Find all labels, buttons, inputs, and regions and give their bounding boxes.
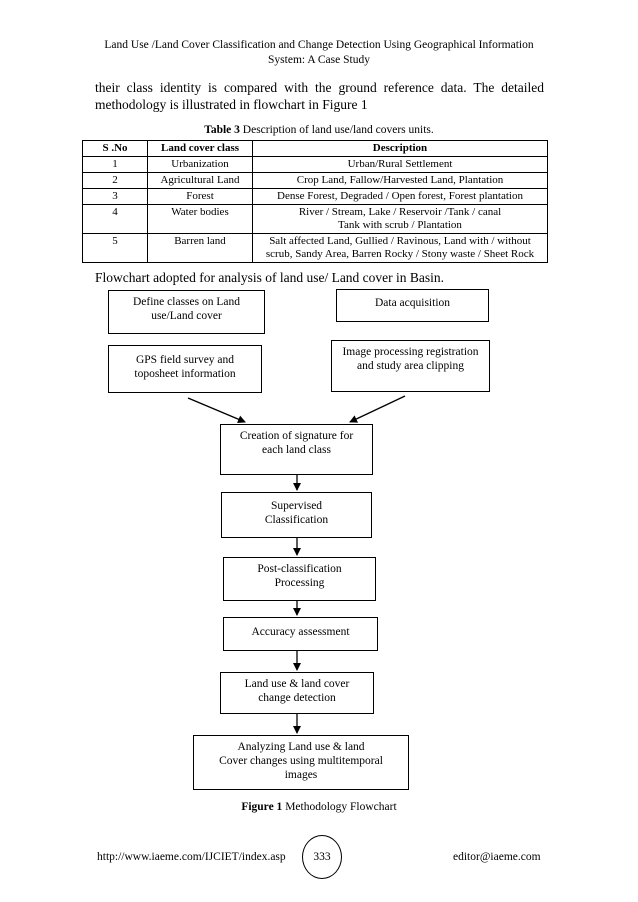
- body-paragraph: their class identity is compared with th…: [95, 79, 544, 113]
- arrow-gps-to-signature: [187, 397, 246, 423]
- box-text: toposheet information: [134, 368, 236, 380]
- cell-class: Urbanization: [147, 156, 253, 173]
- cell-description: River / Stream, Lake / Reservoir /Tank /…: [252, 204, 548, 234]
- box-text: Post-classification: [257, 563, 342, 575]
- description-line: Urban/Rural Settlement: [347, 158, 453, 170]
- box-text: Analyzing Land use & land: [237, 741, 365, 753]
- flow-box-accuracy-assessment: Accuracy assessment: [223, 617, 378, 651]
- box-text: Classification: [264, 514, 329, 526]
- footer-url[interactable]: http://www.iaeme.com/IJCIET/index.asp: [97, 851, 286, 863]
- table-caption-text: Description of land use/land covers unit…: [239, 124, 434, 136]
- table-row: 1 Urbanization Urban/Rural Settlement: [82, 156, 548, 173]
- table-row: 3 Forest Dense Forest, Degraded / Open f…: [82, 188, 548, 205]
- flow-box-analyzing-changes: Analyzing Land use & land Cover changes …: [193, 735, 409, 790]
- box-text: Cover changes using multitemporal: [219, 755, 383, 767]
- flow-box-change-detection: Land use & land cover change detection: [220, 672, 374, 714]
- table-caption-label: Table 3: [204, 124, 240, 136]
- cell-class: Barren land: [147, 233, 253, 263]
- box-text: Supervised: [270, 500, 323, 512]
- page-number: 333: [302, 835, 342, 879]
- flow-box-define-classes: Define classes on Land use/Land cover: [108, 290, 265, 334]
- header-line-1: Land Use /Land Cover Classification and …: [104, 39, 534, 51]
- box-text: Creation of signature for: [239, 430, 354, 442]
- description-line: Crop Land, Fallow/Harvested Land, Planta…: [296, 174, 504, 186]
- paragraph-line-1: their class identity is compared with th…: [95, 80, 544, 95]
- cell-class: Water bodies: [147, 204, 253, 234]
- cell-sno: 5: [82, 233, 148, 263]
- box-text: images: [284, 769, 318, 781]
- box-text: Image processing registration: [342, 346, 479, 358]
- flow-box-post-classification: Post-classification Processing: [223, 557, 376, 601]
- flow-box-data-acquisition: Data acquisition: [336, 289, 489, 322]
- table-row: 5 Barren land Salt affected Land, Gullie…: [82, 233, 548, 263]
- box-text: and study area clipping: [357, 360, 464, 372]
- paragraph-line-2: methodology is illustrated in flowchart …: [95, 97, 368, 112]
- flow-box-supervised-classification: Supervised Classification: [221, 492, 372, 538]
- box-text: Land use & land cover: [244, 678, 350, 690]
- figure-caption: Figure 1 Methodology Flowchart: [0, 801, 638, 813]
- box-text: change detection: [258, 692, 336, 704]
- box-text: Processing: [274, 577, 325, 589]
- footer-email[interactable]: editor@iaeme.com: [453, 851, 541, 863]
- box-text: Accuracy assessment: [251, 626, 350, 638]
- cell-description: Dense Forest, Degraded / Open forest, Fo…: [252, 188, 548, 205]
- box-text: Data acquisition: [374, 297, 451, 309]
- description-line: Dense Forest, Degraded / Open forest, Fo…: [277, 190, 523, 202]
- description-line: Tank with scrub / Plantation: [338, 219, 462, 231]
- box-text: Define classes on Land: [133, 296, 240, 308]
- flow-box-creation-of-signature: Creation of signature for each land clas…: [220, 424, 373, 475]
- figure-caption-label: Figure 1: [241, 801, 283, 813]
- flow-box-gps-survey: GPS field survey and toposheet informati…: [108, 345, 262, 393]
- description-line: River / Stream, Lake / Reservoir /Tank /…: [298, 206, 502, 218]
- table-header-row: S .No Land cover class Description: [82, 140, 548, 157]
- table-caption: Table 3 Description of land use/land cov…: [0, 124, 638, 136]
- cell-description: Salt affected Land, Gullied / Ravinous, …: [252, 233, 548, 263]
- box-text: use/Land cover: [151, 310, 222, 322]
- arrow-image-to-signature: [349, 395, 406, 423]
- flowchart-intro: Flowchart adopted for analysis of land u…: [95, 270, 445, 285]
- cell-description: Crop Land, Fallow/Harvested Land, Planta…: [252, 172, 548, 189]
- description-line: scrub, Sandy Area, Barren Rocky / Stony …: [265, 248, 535, 260]
- cell-sno: 4: [82, 204, 148, 234]
- box-text: each land class: [262, 444, 331, 456]
- figure-caption-text: Methodology Flowchart: [282, 801, 397, 813]
- description-line: Salt affected Land, Gullied / Ravinous, …: [269, 235, 531, 247]
- column-header-sno: S .No: [82, 140, 148, 157]
- box-text: GPS field survey and: [135, 354, 235, 366]
- land-cover-table: S .No Land cover class Description 1 Urb…: [82, 140, 548, 263]
- table-row: 4 Water bodies River / Stream, Lake / Re…: [82, 204, 548, 234]
- running-header: Land Use /Land Cover Classification and …: [60, 38, 578, 68]
- flow-box-image-processing: Image processing registration and study …: [331, 340, 490, 392]
- header-line-2: System: A Case Study: [268, 54, 370, 66]
